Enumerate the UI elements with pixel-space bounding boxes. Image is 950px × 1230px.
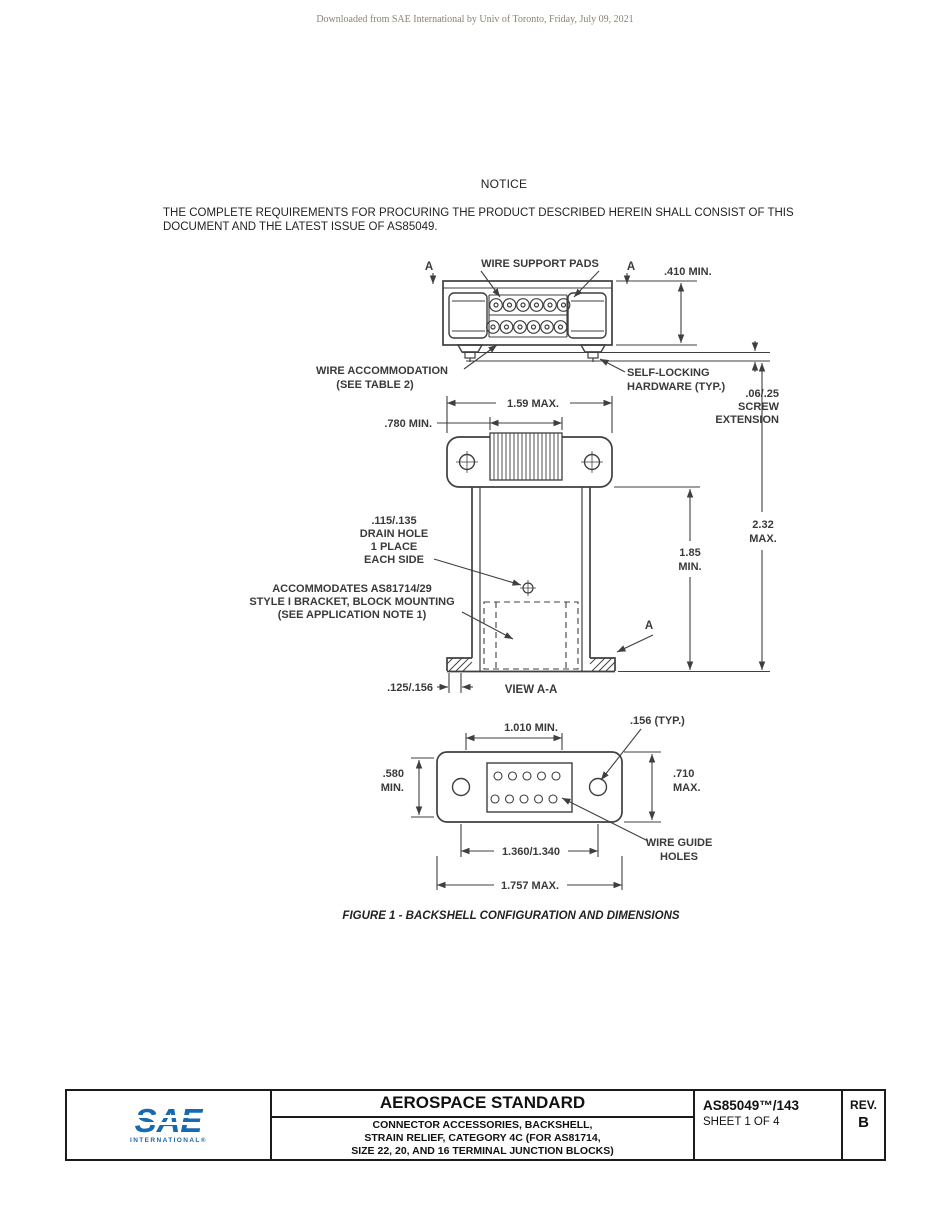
- label-dim-159-max: 1.59 MAX.: [507, 398, 559, 410]
- label-dim-232-1: 2.32: [752, 519, 773, 531]
- label-view-aa: VIEW A-A: [505, 684, 558, 696]
- document-title-line3: SIZE 22, 20, AND 16 TERMINAL JUNCTION BL…: [351, 1145, 614, 1157]
- title-block-rev-cell: REV. B: [843, 1091, 884, 1159]
- label-dim-156-typ: .156 (TYP.): [630, 715, 685, 727]
- label-drain-2: DRAIN HOLE: [360, 528, 428, 540]
- document-number: AS85049™/143: [703, 1098, 800, 1113]
- title-block-docnum-cell: AS85049™/143 SHEET 1 OF 4: [695, 1091, 843, 1159]
- document-title-line1: CONNECTOR ACCESSORIES, BACKSHELL,: [372, 1119, 593, 1131]
- bottom-view-outline: [436, 751, 623, 823]
- sheet-number: SHEET 1 OF 4: [703, 1116, 780, 1128]
- notice-heading: NOTICE: [480, 177, 528, 191]
- label-wire-guide-2: HOLES: [660, 851, 698, 863]
- label-dim-125-156: .125/.156: [387, 682, 433, 694]
- rev-value: B: [858, 1114, 869, 1131]
- drawing-labels: WIRE SUPPORT PADS A A .410 MIN. WIRE ACC…: [249, 258, 779, 892]
- dimension-lines: [411, 270, 770, 890]
- download-watermark: Downloaded from SAE International by Uni…: [316, 14, 634, 25]
- title-block: SAE INTERNATIONAL® AEROSPACE STANDARD CO…: [65, 1089, 886, 1161]
- wire-support-pads-row1: [489, 298, 571, 312]
- sae-logo-cell: SAE INTERNATIONAL®: [67, 1091, 270, 1159]
- label-wire-support-pads: WIRE SUPPORT PADS: [481, 258, 599, 270]
- label-dim-580-1: .580: [383, 768, 404, 780]
- top-view-outline: [442, 280, 770, 362]
- label-dim-710-2: MAX.: [673, 782, 701, 794]
- label-dim-580-2: MIN.: [381, 782, 404, 794]
- label-section-a-right: A: [627, 261, 635, 273]
- standard-type: AEROSPACE STANDARD: [272, 1091, 693, 1118]
- notice-paragraph: THE COMPLETE REQUIREMENTS FOR PROCURING …: [163, 206, 863, 234]
- label-dim-1360-1340: 1.360/1.340: [502, 846, 560, 858]
- figure-caption: FIGURE 1 - BACKSHELL CONFIGURATION AND D…: [342, 910, 680, 922]
- document-title: CONNECTOR ACCESSORIES, BACKSHELL, STRAIN…: [272, 1118, 693, 1159]
- rev-label: REV.: [850, 1098, 877, 1112]
- sae-logo-subtext: INTERNATIONAL®: [130, 1137, 207, 1144]
- document-title-line2: STRAIN RELIEF, CATEGORY 4C (FOR AS81714,: [364, 1132, 601, 1144]
- label-accom-2: STYLE I BRACKET, BLOCK MOUNTING: [249, 596, 454, 608]
- label-drain-3: 1 PLACE: [371, 541, 417, 553]
- wire-support-pads-row2: [486, 320, 568, 334]
- sae-logo: SAE INTERNATIONAL®: [124, 1102, 214, 1144]
- label-wire-accommodation-2: (SEE TABLE 2): [336, 379, 414, 391]
- label-self-locking-2: HARDWARE (TYP.): [627, 381, 726, 393]
- label-dim-185-1: 1.85: [679, 547, 700, 559]
- label-self-locking-1: SELF-LOCKING: [627, 367, 710, 379]
- label-accom-3: (SEE APPLICATION NOTE 1): [278, 609, 427, 621]
- label-dim-410-min: .410 MIN.: [664, 266, 712, 278]
- label-drain-4: EACH SIDE: [364, 554, 424, 566]
- label-drain-1: .115/.135: [371, 515, 416, 527]
- label-wire-accommodation-1: WIRE ACCOMMODATION: [316, 365, 448, 377]
- notice-line-2: DOCUMENT AND THE LATEST ISSUE OF AS85049…: [163, 221, 438, 233]
- view-aa-outline: [446, 432, 616, 673]
- label-section-a-left: A: [425, 261, 433, 273]
- label-screw-ext-1: .06/.25: [745, 388, 779, 400]
- sae-logo-stripe: [137, 1115, 200, 1118]
- label-dim-1757-max: 1.757 MAX.: [501, 880, 559, 892]
- sae-logo-text: SAE: [134, 1102, 203, 1139]
- label-dim-1010-min: 1.010 MIN.: [504, 722, 558, 734]
- label-dim-710-1: .710: [673, 768, 694, 780]
- label-screw-ext-3: EXTENSION: [715, 414, 779, 426]
- label-section-a-mid: A: [645, 620, 653, 632]
- sae-logo-stripe: [137, 1122, 200, 1125]
- label-dim-780-min: .780 MIN.: [384, 418, 432, 430]
- wire-guide-holes: [490, 771, 561, 804]
- label-dim-232-2: MAX.: [749, 533, 777, 545]
- notice-line-1: THE COMPLETE REQUIREMENTS FOR PROCURING …: [163, 207, 794, 219]
- label-wire-guide-1: WIRE GUIDE: [646, 837, 713, 849]
- label-screw-ext-2: SCREW: [738, 401, 780, 413]
- hidden-block-outline: [483, 601, 579, 670]
- label-dim-185-2: MIN.: [678, 561, 701, 573]
- title-block-center: AEROSPACE STANDARD CONNECTOR ACCESSORIES…: [270, 1091, 695, 1159]
- label-accom-1: ACCOMMODATES AS81714/29: [272, 583, 432, 595]
